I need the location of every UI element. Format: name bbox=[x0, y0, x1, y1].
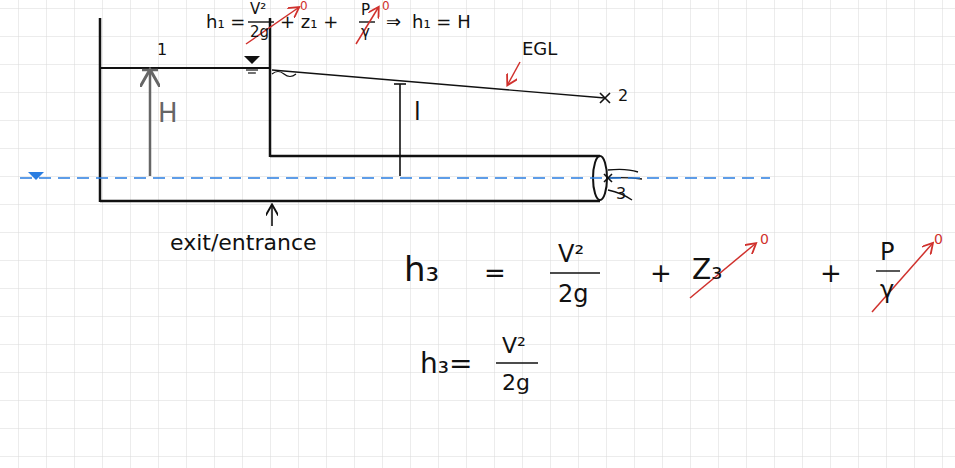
zero-mark: 0 bbox=[382, 0, 390, 12]
egl-line bbox=[272, 70, 605, 98]
note-text: exit/entrance bbox=[170, 232, 317, 254]
denominator: γ bbox=[880, 278, 894, 302]
point-mark bbox=[600, 93, 610, 103]
plus-sign: + bbox=[650, 260, 672, 286]
implies-sign: ⇒ bbox=[386, 13, 401, 31]
equals-sign: = bbox=[484, 260, 506, 286]
plus-sign: + bbox=[820, 260, 842, 286]
egl-label: EGL bbox=[522, 40, 557, 58]
egl-pointer bbox=[508, 62, 520, 84]
point-number: 3 bbox=[616, 186, 626, 202]
point-mark bbox=[604, 174, 612, 182]
cancel-mark bbox=[246, 8, 932, 312]
equation-term: h₃ bbox=[404, 252, 439, 286]
l-dimension bbox=[399, 84, 401, 176]
denominator: 2g bbox=[502, 372, 530, 394]
h-dimension bbox=[149, 74, 152, 176]
datum-line bbox=[20, 177, 770, 179]
equation-term: + z₁ + bbox=[280, 13, 338, 31]
point-number: 2 bbox=[618, 88, 628, 104]
surface-symbol bbox=[244, 56, 260, 64]
equation-term: h₁ = bbox=[206, 13, 245, 31]
dimension-label: H bbox=[158, 100, 178, 126]
denominator: 2g bbox=[558, 282, 589, 306]
point-number: 1 bbox=[157, 42, 167, 58]
numerator: V² bbox=[502, 335, 526, 357]
numerator: P bbox=[361, 3, 370, 18]
tank bbox=[100, 18, 600, 202]
zero-mark: 0 bbox=[300, 0, 308, 12]
fraction-bar bbox=[248, 22, 900, 363]
denominator: γ bbox=[361, 25, 370, 40]
datum-symbol bbox=[28, 172, 44, 180]
denominator: 2g bbox=[250, 25, 269, 40]
equation-result: h₁ = H bbox=[412, 13, 471, 31]
zero-mark: 0 bbox=[760, 232, 769, 246]
numerator: V² bbox=[558, 242, 584, 266]
numerator: P bbox=[880, 240, 894, 264]
water-surface bbox=[100, 67, 270, 69]
equation-term: h₃= bbox=[420, 350, 472, 378]
exit-pointer bbox=[271, 206, 273, 226]
numerator: V² bbox=[250, 2, 266, 17]
dimension-label: l bbox=[414, 100, 421, 124]
equation-term: Z₃ bbox=[692, 256, 722, 284]
zero-mark: 0 bbox=[934, 232, 943, 246]
